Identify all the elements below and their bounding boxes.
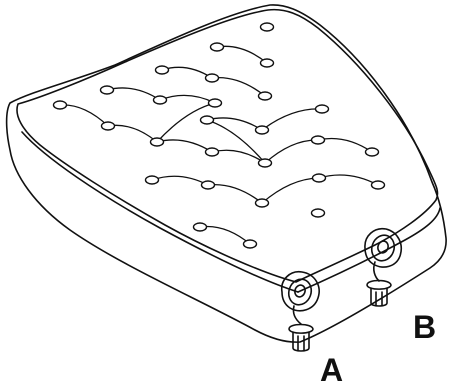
quilt-button (154, 65, 170, 75)
quilt-button (192, 222, 208, 232)
quilt-seam (317, 137, 373, 153)
quilt-seam (59, 104, 109, 127)
quilt-button (254, 198, 270, 208)
quilt-button (259, 22, 275, 32)
quilt-button (200, 180, 216, 190)
quilt-seam (211, 149, 266, 164)
quilt-button (149, 137, 165, 147)
quilt-button (144, 175, 160, 185)
quilt-button (52, 100, 68, 110)
quilt-button (370, 180, 386, 190)
quilt-button (152, 95, 168, 105)
quilt-button (242, 239, 258, 249)
valve-a-tether (292, 305, 302, 325)
quilt-seam (206, 117, 263, 131)
quilt-seam (261, 177, 320, 204)
valve-a-ring (287, 278, 313, 306)
callout-label-b: B (413, 309, 437, 345)
quilt-seam (207, 183, 263, 204)
quilt-seam (216, 45, 268, 64)
quilt-button (100, 121, 116, 131)
callout-label-a: A (320, 352, 344, 388)
quilt-button (207, 98, 223, 108)
valve-b-housing (364, 227, 402, 268)
valve-a-housing (280, 270, 320, 312)
seam-line-right (297, 207, 441, 293)
quilted-button-pattern (52, 22, 386, 249)
cushion-top-surface (16, 8, 439, 283)
quilt-button (257, 91, 273, 101)
quilt-seam (106, 87, 161, 101)
quilt-button (311, 173, 327, 183)
valve-b-ring (370, 234, 396, 262)
quilt-seam (318, 174, 379, 186)
quilt-seam (211, 76, 266, 97)
quilt-button (99, 85, 115, 95)
quilt-seam (107, 124, 158, 143)
quilt-button (364, 147, 380, 157)
valve-b (364, 227, 402, 307)
quilt-button (209, 42, 225, 52)
seam-line-front (21, 131, 299, 293)
quilt-button (254, 125, 270, 135)
quilt-seam (199, 225, 251, 245)
valve-b-cap-stem (370, 287, 388, 307)
valve-b-hole (377, 240, 389, 254)
valve-b-cap-top (366, 279, 392, 290)
valve-a-hole (294, 284, 306, 298)
quilt-seam (161, 66, 213, 79)
quilt-button (314, 104, 330, 114)
valve-a-cap-top (288, 323, 314, 334)
quilt-seam (261, 108, 323, 131)
quilt-button (259, 58, 275, 68)
valve-a (280, 270, 320, 352)
cushion-body-outline (5, 4, 447, 343)
quilt-button (310, 135, 326, 145)
valve-a-cap-stem (292, 331, 310, 352)
quilt-seam (264, 139, 319, 164)
quilt-button (257, 158, 273, 168)
quilt-seam (159, 94, 216, 104)
quilt-button (204, 147, 220, 157)
quilt-seam (151, 175, 209, 186)
quilt-button (310, 208, 326, 218)
quilt-seam (156, 139, 213, 153)
quilt-button (204, 73, 220, 83)
quilt-button (199, 115, 215, 125)
